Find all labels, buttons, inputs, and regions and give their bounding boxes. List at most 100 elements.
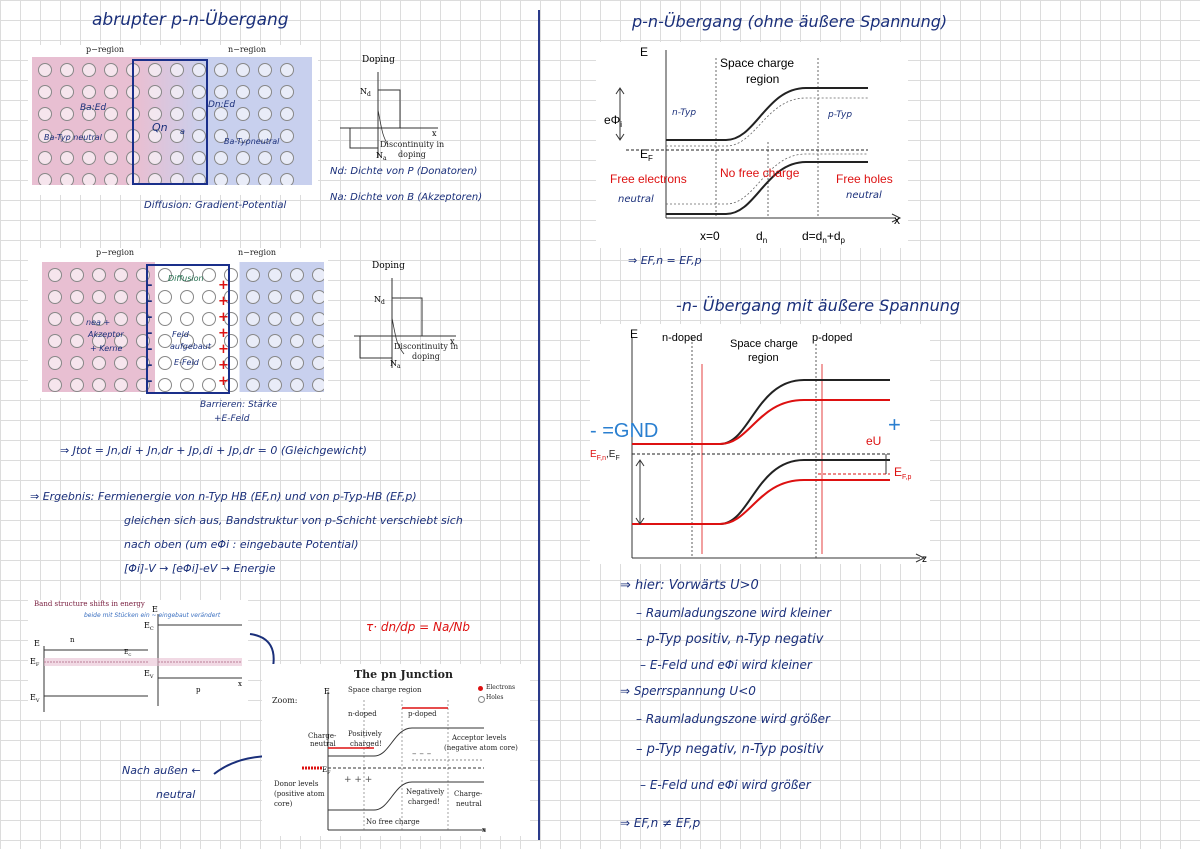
doping2-na-sub: a	[397, 363, 401, 370]
diag2-E: E	[630, 327, 638, 341]
lattice-atom	[236, 173, 250, 185]
lattice1-note: a	[180, 127, 185, 136]
svg-text:EV: EV	[144, 669, 154, 680]
lattice2-note-left: nea +	[86, 318, 111, 327]
diag1-ephi-sub: i	[620, 120, 622, 129]
lattice-atom	[224, 356, 238, 370]
lattice-atom	[38, 107, 52, 121]
lattice-atom	[104, 129, 118, 143]
lattice-atom	[224, 334, 238, 348]
band-ev-right: E	[144, 669, 150, 678]
lattice-atom	[202, 378, 216, 392]
ratio-formula: τ· dn/dp = Na/Nb	[366, 620, 471, 634]
right-title-1: p-n-Übergang (ohne äußere Spannung)	[632, 12, 948, 31]
doping2-na: N	[390, 359, 397, 368]
diag1-free-e: Free electrons	[610, 172, 687, 186]
lattice-atom	[70, 290, 84, 304]
right-note: – p-Typ positiv, n-Typ negativ	[636, 632, 824, 647]
diag1-d-plus: +d	[827, 229, 841, 243]
band-ec-mid-sub: C	[128, 652, 131, 657]
lattice-atom	[148, 129, 162, 143]
lattice-atom	[148, 63, 162, 77]
lattice-figure-1: p−region n−region Ba:Ed Ba-Typ neutral D…	[28, 45, 318, 195]
pn-charge-neutral-l: neutral	[310, 740, 336, 748]
diag2-z: z	[922, 554, 927, 564]
lattice-atom	[290, 378, 304, 392]
lattice2-note-left: Akzeptor	[88, 330, 124, 339]
lattice-atom	[82, 129, 96, 143]
pn-junction-figure: The pn Junction Zoom: Space charge regio…	[262, 664, 530, 836]
pn-donor: core)	[274, 800, 293, 808]
band-p: p	[196, 686, 201, 694]
left-title: abrupter p-n-Übergang	[92, 10, 289, 30]
lattice-atom	[158, 290, 172, 304]
svg-text:+ + +: + + +	[344, 775, 372, 785]
diag2-ndoped: n-doped	[662, 332, 703, 344]
svg-text:EF,n,EF: EF,n,EF	[590, 449, 620, 462]
diffusion-note: Diffusion: Gradient-Potential	[144, 200, 287, 211]
diag2-efn: E	[590, 449, 597, 460]
lattice-atom	[60, 151, 74, 165]
right-note: ⇒ EF,n ≠ EF,p	[620, 816, 701, 830]
pn-donor: Donor levels	[274, 780, 319, 788]
lattice-atom	[104, 85, 118, 99]
lattice-atom	[114, 312, 128, 326]
lattice-atom	[224, 312, 238, 326]
doping2-nd-sub: d	[381, 299, 385, 306]
pn-legend-holes: Holes	[486, 694, 504, 701]
lattice-atom	[192, 151, 206, 165]
lattice-atom	[148, 173, 162, 185]
lattice2-p-label: p−region	[96, 248, 135, 257]
lattice-atom	[158, 312, 172, 326]
lattice-atom	[214, 107, 228, 121]
band-header: Band structure shifts in energy	[34, 600, 145, 608]
diag2-eu: eU	[866, 434, 882, 448]
lattice-atom	[114, 356, 128, 370]
lattice-atom	[60, 173, 74, 185]
lattice-atom	[280, 129, 294, 143]
lattice-atom	[236, 129, 250, 143]
lattice-atom	[258, 129, 272, 143]
lattice-atom	[92, 268, 106, 282]
pn-legend-hole-dot	[478, 696, 485, 703]
diag2-gnd: - =GND	[590, 420, 659, 442]
band-ef: E	[30, 657, 36, 666]
lattice-atom	[312, 334, 324, 348]
svg-text:eΦi: eΦi	[604, 113, 622, 129]
lattice1-n-label: n−region	[228, 45, 267, 54]
lattice-atom	[268, 378, 282, 392]
lattice-atom	[180, 378, 194, 392]
lattice-atom	[170, 173, 184, 185]
lattice-atom	[38, 151, 52, 165]
lattice-atom	[82, 63, 96, 77]
lattice-atom	[246, 356, 260, 370]
pn-charge-neutral-r: neutral	[456, 800, 482, 808]
lattice-atom	[202, 290, 216, 304]
diag1-scr: Space charge	[720, 56, 795, 70]
lattice-atom	[114, 290, 128, 304]
svg-text:EC: EC	[124, 649, 131, 657]
lattice-atom	[82, 173, 96, 185]
lattice-atom	[236, 107, 250, 121]
lattice-atom	[214, 173, 228, 185]
lattice-atom	[202, 334, 216, 348]
ergebnis-line: [Φi]-V → [eΦi]-eV → Energie	[124, 562, 276, 575]
lattice-atom	[158, 268, 172, 282]
band-diagram-2: E z EF,n,EF EF,p n-doped Space charge re…	[590, 324, 930, 564]
lattice1-note: Qn	[152, 121, 168, 134]
band-ev-right-sub: V	[149, 674, 154, 680]
nach-aussen-note: Nach außen ←	[122, 764, 201, 777]
svg-text:Nd: Nd	[360, 87, 371, 98]
band-ef-sub: F	[36, 662, 40, 668]
lattice-atom	[236, 85, 250, 99]
lattice-atom	[48, 356, 62, 370]
lattice-atom	[224, 290, 238, 304]
lattice-atom	[82, 107, 96, 121]
lattice-atom	[280, 63, 294, 77]
lattice-atom	[258, 151, 272, 165]
lattice-atom	[192, 63, 206, 77]
lattice-atom	[158, 356, 172, 370]
right-note: – E-Feld und eΦi wird kleiner	[640, 658, 812, 672]
lattice-atom	[280, 173, 294, 185]
pn-title: The pn Junction	[354, 668, 454, 681]
